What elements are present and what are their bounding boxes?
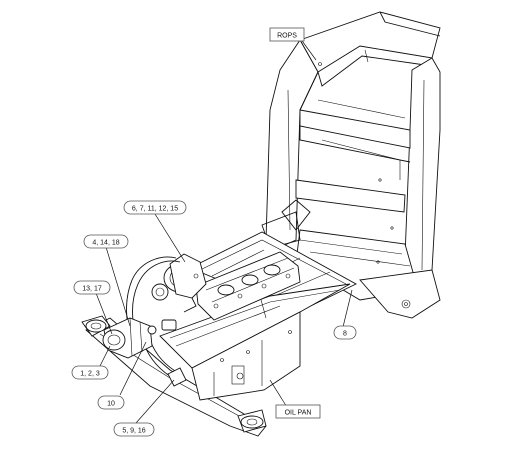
turbo-assembly <box>151 253 207 313</box>
callout-10: 10 <box>97 395 125 410</box>
engine-block <box>195 251 301 321</box>
callout-label: 13, 17 <box>82 286 102 293</box>
callout-8: 8 <box>333 325 357 340</box>
rops-label: ROPS <box>277 33 297 40</box>
callout-label: 5, 9, 16 <box>122 428 145 435</box>
callout-13-17: 13, 17 <box>73 280 111 295</box>
callout-label: 1, 2, 3 <box>80 371 100 378</box>
oil-pan-label: OIL PAN <box>285 410 312 417</box>
callout-label: 6, 7, 11, 12, 15 <box>132 206 178 213</box>
callout-label: 8 <box>343 331 347 338</box>
leader-lines <box>95 37 353 424</box>
callout-label: 4, 14, 18 <box>92 240 119 247</box>
callout-5-9-16: 5, 9, 16 <box>113 422 155 437</box>
pump-assembly <box>102 317 177 359</box>
callout-4-14-18: 4, 14, 18 <box>83 234 129 249</box>
callout-label: 10 <box>107 401 115 408</box>
rops-frame <box>261 11 441 319</box>
callout-oil-pan: OIL PAN <box>275 404 321 419</box>
callout-1-2-3: 1, 2, 3 <box>71 365 109 380</box>
callout-6-7-11-12-15: 6, 7, 11, 12, 15 <box>123 200 187 215</box>
callout-rops: ROPS <box>269 27 305 42</box>
